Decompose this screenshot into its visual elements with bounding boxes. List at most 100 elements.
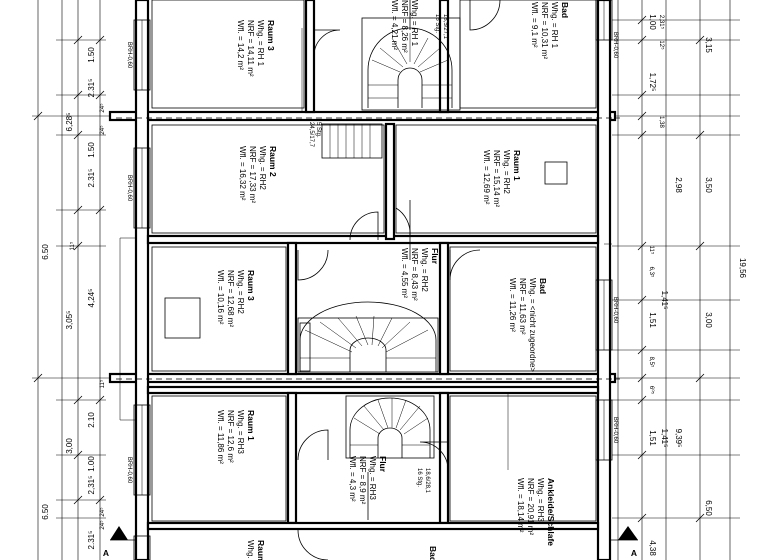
- left-dimension-chains: 6.50 6.50 6,28⁵ 4,24⁵ 3,00 1.50 2.31⁵ 2.…: [32, 0, 110, 560]
- svg-text:Whg. = RH2: Whg. = RH2: [502, 150, 511, 194]
- svg-text:Raum 1: Raum 1: [246, 410, 256, 441]
- svg-text:Whg. = RH 1: Whg. = RH 1: [256, 20, 265, 67]
- svg-text:Ankleide/Schlafe: Ankleide/Schlafe: [546, 478, 556, 546]
- dim-right-mid-5: 1,41⁵: [660, 291, 669, 310]
- brh-label-6: BRH-0,60: [612, 417, 618, 444]
- dim-right-mid-1: 1,00: [648, 14, 657, 30]
- svg-text:Whg.: Whg.: [246, 540, 255, 559]
- svg-text:Whg. = <nicht zugeordne>: Whg. = <nicht zugeordne>: [528, 278, 537, 372]
- dim-right-mid2-2: 3,50: [704, 177, 713, 193]
- room-label-r9: Raum 1 Whg. = RH3 NRF = 12,6 m² Wfl. = 1…: [216, 410, 256, 464]
- dim-right-small-7: 6⁰⁵: [648, 386, 655, 395]
- stair-mid-short: [321, 123, 383, 159]
- stair-label-1: 16 Stg.: [434, 14, 440, 33]
- svg-text:NRF = 20,91 m²: NRF = 20,91 m²: [526, 478, 535, 535]
- svg-text:Whg. = RH 1: Whg. = RH 1: [550, 2, 559, 49]
- room-label-r1: Raum 3 Whg. = RH 1 NRF = 14,11 m² Wfl. =…: [236, 20, 276, 77]
- staircases: 16 Stg. 18,5/27,1 5 Stg. 24,5/17,7 16 St…: [297, 14, 461, 494]
- section-marker-left-icon: [110, 526, 128, 540]
- section-label-right: A: [631, 548, 637, 558]
- room-label-r13: Bad: [428, 546, 438, 560]
- svg-text:Bad: Bad: [560, 2, 570, 18]
- svg-text:Bad: Bad: [538, 278, 548, 294]
- stair-sublabel-2: 24,5/17,7: [308, 122, 314, 148]
- dim-right-mid-2: 1,72⁵: [648, 73, 657, 92]
- windows: [133, 0, 613, 560]
- dim-right-small-5: 6,3⁵: [648, 267, 655, 278]
- room-label-r3: Bad Whg. = RH 1 NRF = 10,31 m² Wfl. = 9,…: [530, 2, 570, 59]
- svg-text:Whg. = RH 1: Whg. = RH 1: [410, 0, 419, 47]
- svg-text:Whg. = RH3: Whg. = RH3: [368, 456, 377, 500]
- svg-text:Flur: Flur: [430, 248, 440, 265]
- room-label-r8: Bad Whg. = <nicht zugeordne> NRF = 11,63…: [508, 278, 548, 372]
- section-markers: A A: [103, 526, 638, 558]
- dim-right-mid-6: 1,51: [648, 430, 657, 446]
- dim-right-mid-7: 1,41⁵: [660, 429, 669, 448]
- dim-left-inner-3: 2.31⁵: [87, 169, 96, 188]
- dim-left-mid-1: 6,28⁵: [65, 113, 74, 132]
- svg-text:Raum 3: Raum 3: [246, 270, 256, 301]
- stair-lower: [345, 395, 435, 459]
- svg-text:NRF = 15,14 m²: NRF = 15,14 m²: [492, 150, 501, 207]
- reference-lines: [116, 117, 620, 380]
- stair-label-3: 16 Stg.: [416, 468, 422, 487]
- svg-text:Raum 1: Raum 1: [512, 150, 522, 181]
- section-label-left: A: [103, 548, 109, 558]
- room-label-r7: Raum 3 Whg. = RH2 NRF = 12,68 m² Wfl. = …: [216, 270, 256, 327]
- dim-left-inner-1: 1.50: [87, 47, 96, 63]
- dim-left-small-5: 24⁵: [99, 507, 106, 517]
- dim-right-small-1: 2,31⁵: [658, 15, 665, 30]
- svg-text:NRF = 11,63 m²: NRF = 11,63 m²: [518, 278, 527, 335]
- dim-left-inner-8: 2,31⁵: [87, 476, 96, 495]
- room-labels: Raum 3 Whg. = RH 1 NRF = 14,11 m² Wfl. =…: [216, 0, 570, 560]
- dim-right-mid-8: 4,38: [648, 540, 657, 556]
- dim-left-inner-9: 2.31⁵: [87, 531, 96, 550]
- stair-sublabel-3: 18,6/28,1: [424, 468, 430, 494]
- svg-text:Whg. = RH3: Whg. = RH3: [236, 410, 245, 454]
- stair-sublabel-1: 18,5/27,1: [442, 14, 448, 40]
- svg-text:Wfl. = 4,55 m²: Wfl. = 4,55 m²: [400, 248, 409, 298]
- room-label-r5: Raum 1 Whg. = RH2 NRF = 15,14 m² Wfl. = …: [482, 150, 522, 207]
- brh-label-4: BRH-0,60: [612, 32, 618, 59]
- svg-text:Wfl. = 18,14 m²: Wfl. = 18,14 m²: [516, 478, 525, 533]
- svg-text:Whg. = RH2: Whg. = RH2: [420, 248, 429, 292]
- dim-right-small-2: 12⁵: [658, 40, 665, 50]
- dim-left-small-6: 24⁵: [99, 520, 106, 530]
- dim-right-small-3: 1,38: [658, 116, 664, 128]
- brh-label-3: BRH-0,60: [126, 457, 132, 484]
- svg-text:Wfl. = 11,26 m²: Wfl. = 11,26 m²: [508, 278, 517, 332]
- svg-text:Raum: Raum: [256, 540, 266, 560]
- dim-right-mid2-1: 3,15: [704, 37, 713, 53]
- svg-text:Whg. = RH2: Whg. = RH2: [236, 270, 245, 314]
- svg-text:Raum 3: Raum 3: [266, 20, 276, 51]
- dim-left-small-1: 24⁵: [99, 103, 106, 113]
- dim-right-small-4: 11⁵: [648, 246, 655, 255]
- dim-left-inner-6: 2.10: [87, 412, 96, 428]
- room-label-r11: Ankleide/Schlafe Whg. = RH3 NRF = 20,91 …: [516, 478, 556, 546]
- stair-arrows: [367, 0, 411, 520]
- dim-right-mid-4: 1,51: [648, 312, 657, 328]
- svg-text:Raum 2: Raum 2: [268, 146, 278, 177]
- dim-right-mid2-5: 6,50: [704, 500, 713, 516]
- annotation-lines: [119, 28, 612, 470]
- svg-text:Wfl. = 10,16 m²: Wfl. = 10,16 m²: [216, 270, 225, 325]
- svg-text:NRF = 12,68 m²: NRF = 12,68 m²: [226, 270, 235, 327]
- dim-left-inner-4: 1.50: [87, 142, 96, 158]
- svg-text:NRF = 10,31 m²: NRF = 10,31 m²: [540, 2, 549, 59]
- svg-text:Wfl. = 4,3 m²: Wfl. = 4,3 m²: [348, 456, 357, 502]
- dim-left-mid-2: 4,24⁵: [87, 289, 96, 308]
- svg-text:Wfl. = 14,2 m²: Wfl. = 14,2 m²: [236, 20, 245, 70]
- dim-left-inner-7: 1.00: [87, 456, 96, 472]
- stair-middle: [297, 301, 439, 373]
- window-sill-labels: BRH-0,60 BRH-0,60 BRH-0,60 BRH-0,60 BRH-…: [126, 32, 618, 484]
- brh-label-1: BRH-0,60: [126, 42, 132, 69]
- svg-text:Wfl. = 16,32 m²: Wfl. = 16,32 m²: [238, 146, 247, 201]
- svg-text:NRF = 8,43 m²: NRF = 8,43 m²: [410, 248, 419, 301]
- dim-right-far-1: 19,56: [738, 258, 747, 279]
- svg-text:Bad: Bad: [428, 546, 438, 560]
- dim-left-mid-3: 3,00: [65, 438, 74, 454]
- walls: [108, 0, 617, 560]
- doors: [297, 0, 501, 560]
- dim-left-outer-1: 6.50: [41, 244, 50, 260]
